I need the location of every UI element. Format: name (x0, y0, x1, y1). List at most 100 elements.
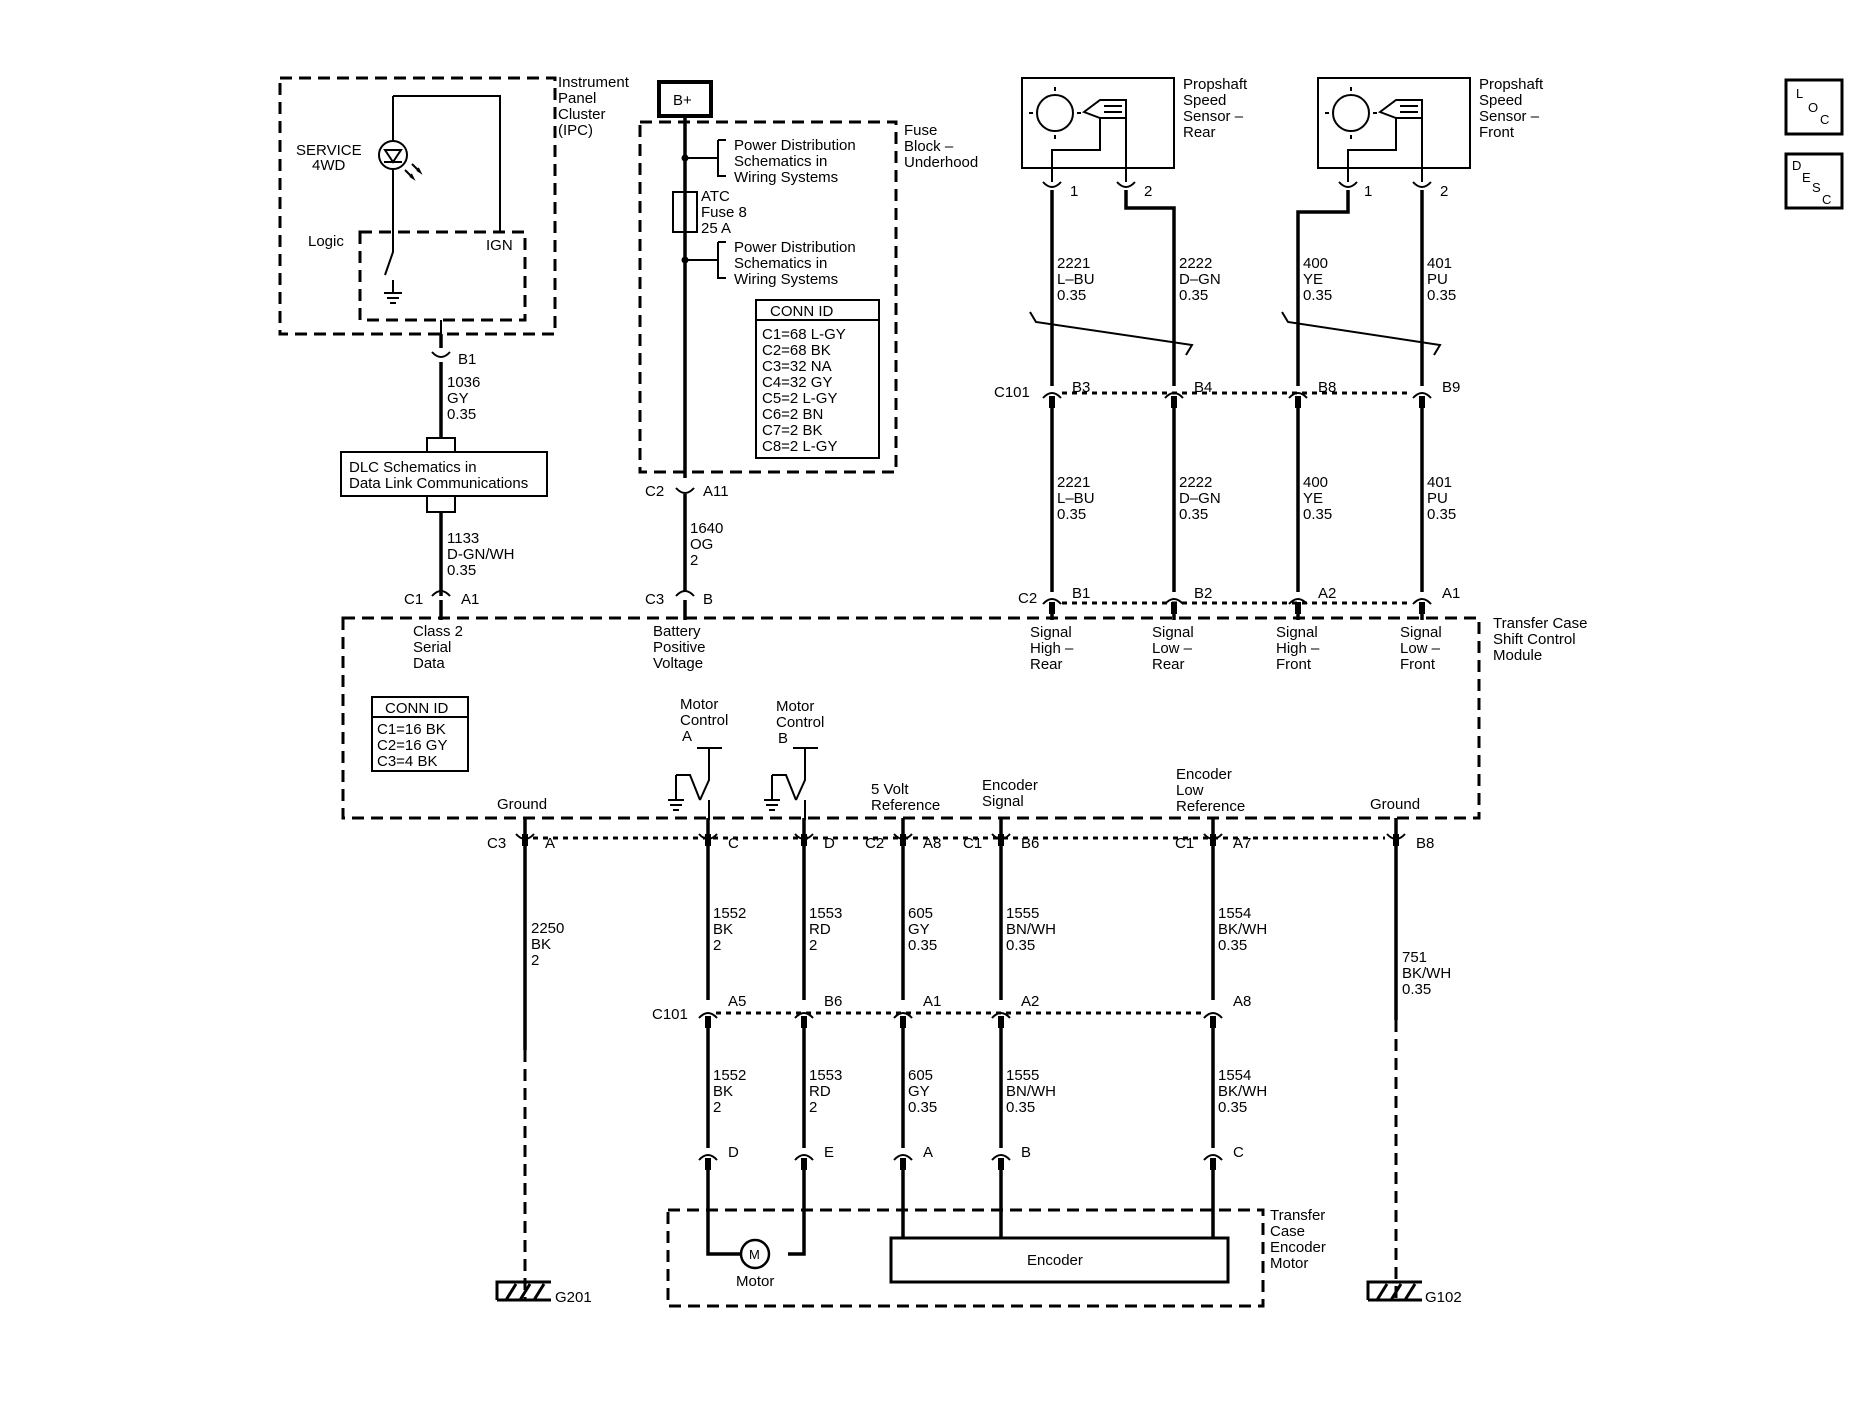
connector-cavity-icon (991, 1154, 1011, 1161)
rear-sensor-title-3: Sensor – (1183, 108, 1244, 125)
desc-badge-e: E (1802, 170, 1811, 185)
wire-1133-gauge: 0.35 (447, 562, 476, 579)
bottom-wire-gauge-upper: 2 (713, 937, 721, 954)
connector-pin-icon (900, 1016, 906, 1028)
wire-2250-gauge: 2 (531, 952, 539, 969)
module-bottom-conn: C1 (963, 835, 982, 852)
bottom-wire-circuit-upper: 1553 (809, 905, 842, 922)
encoder-motor-pin: B (1021, 1144, 1031, 1161)
encoder-motor-pin: C (1233, 1144, 1244, 1161)
sensor-module-label-2: Low – (1400, 640, 1441, 657)
sensor-module-label-1: Signal (1400, 624, 1442, 641)
bottom-wire-color-lower: BN/WH (1006, 1083, 1056, 1100)
bottom-wire-circuit-upper: 1554 (1218, 905, 1251, 922)
bottom-wire-gauge-lower: 2 (713, 1099, 721, 1116)
motor-a-label-1: Motor (680, 696, 718, 713)
motor-a-label-2: Control (680, 712, 728, 729)
ground-g201-icon (495, 1280, 551, 1302)
wire-751-color: BK/WH (1402, 965, 1451, 982)
battery-voltage-label-2: Positive (653, 639, 706, 656)
loc-badge[interactable]: L O C (1784, 78, 1844, 136)
bottom-wire-gauge-upper: 0.35 (1006, 937, 1035, 954)
encoder-motor-title-2: Case (1270, 1223, 1305, 1240)
sensor-wire-color-lower: PU (1427, 490, 1448, 507)
battery-label: B+ (673, 92, 692, 109)
sensor-module-label-2: High – (1030, 640, 1074, 657)
connector-cavity-icon (1203, 1012, 1223, 1019)
sensor-wire-gauge-upper: 0.35 (1303, 287, 1332, 304)
connector-pin-icon (522, 834, 528, 846)
connector-pin-icon (1171, 396, 1177, 408)
bottom-wire-gauge-lower: 0.35 (908, 1099, 937, 1116)
sensor-module-label-2: High – (1276, 640, 1320, 657)
motor-a-switch-icon (668, 747, 722, 820)
encoder-signal-label-1: Encoder (982, 777, 1038, 794)
power-dist-2-l1: Power Distribution (734, 239, 856, 256)
connector-pin-icon (1295, 396, 1301, 408)
loc-badge-l: L (1796, 86, 1803, 101)
power-dist-2-l3: Wiring Systems (734, 271, 838, 288)
bottom-wire-circuit-lower: 1555 (1006, 1067, 1039, 1084)
desc-badge[interactable]: D E S C (1784, 152, 1844, 210)
desc-badge-d: D (1792, 158, 1801, 173)
rear-sensor-head-icon (1081, 99, 1127, 119)
rear-sensor-title-4: Rear (1183, 124, 1216, 141)
bottom-wire-gauge-upper: 2 (809, 937, 817, 954)
bottom-wire-circuit-upper: 1552 (713, 905, 746, 922)
rear-sensor-title-2: Speed (1183, 92, 1226, 109)
connector-pin-icon (1210, 834, 1216, 846)
rear-pin-2: 2 (1144, 183, 1152, 200)
instrument-panel-cluster: Instrument Panel Cluster (IPC) SERVICE 4… (278, 74, 630, 438)
sensor-wire-gauge-lower: 0.35 (1057, 506, 1086, 523)
wire-1133-color: D-GN/WH (447, 546, 515, 563)
bottom-wire-color-lower: RD (809, 1083, 831, 1100)
sensor-wire-c101-pin: B9 (1442, 379, 1460, 396)
sensor-wire-color-lower: D–GN (1179, 490, 1221, 507)
sensor-wire-circuit-lower: 400 (1303, 474, 1328, 491)
bottom-wire-gauge-upper: 0.35 (908, 937, 937, 954)
ground-g201-label: G201 (555, 1289, 592, 1306)
connector-cavity-icon (794, 1154, 814, 1161)
bottom-wire-c101-pin: A5 (728, 993, 746, 1010)
sensor-module-label-3: Front (1276, 656, 1312, 673)
rear-sensor-wheel-icon (1036, 94, 1074, 132)
front-pin-1: 1 (1364, 183, 1372, 200)
ground-g102-label: G102 (1425, 1289, 1462, 1306)
ground-g201: G201 (495, 1050, 592, 1306)
bottom-wire-gauge-lower: 2 (809, 1099, 817, 1116)
wire-2250-color: BK (531, 936, 551, 953)
module-conn-id-table (371, 696, 469, 772)
bottom-wire-gauge-lower: 0.35 (1218, 1099, 1247, 1116)
wire-1036-color: GY (447, 390, 469, 407)
fuse-conn-id-row: C4=32 GY (762, 374, 832, 391)
fuse-conn-id-row: C1=68 L-GY (762, 326, 846, 343)
bottom-wire-c101-pin: A2 (1021, 993, 1039, 1010)
connector-pin-icon (1419, 396, 1425, 408)
bottom-wire-color-upper: GY (908, 921, 930, 938)
c101-bottom-label: C101 (652, 1006, 688, 1023)
connector-pin-icon (1210, 1016, 1216, 1028)
module-bottom-pin: A8 (923, 835, 941, 852)
connector-cavity-icon (698, 1154, 718, 1161)
bottom-wire-c101-pin: A8 (1233, 993, 1251, 1010)
wire-1036-gauge: 0.35 (447, 406, 476, 423)
sensor-wire-color-upper: D–GN (1179, 271, 1221, 288)
five-volt-label-1: 5 Volt (871, 781, 909, 798)
motor-b-label-3: B (778, 730, 788, 747)
fuse-conn-id-row: C5=2 L-GY (762, 390, 837, 407)
module-title-2: Shift Control (1493, 631, 1576, 648)
bottom-wire-gauge-lower: 0.35 (1006, 1099, 1035, 1116)
loc-badge-c: C (1820, 112, 1829, 127)
wire-1036-circuit: 1036 (447, 374, 480, 391)
encoder-motor-pin: A (923, 1144, 933, 1161)
fuse-conn-id-row: C2=68 BK (762, 342, 831, 359)
sensor-wire-gauge-lower: 0.35 (1303, 506, 1332, 523)
rear-sensor-title-1: Propshaft (1183, 76, 1248, 93)
sensor-wire-gauge-lower: 0.35 (1179, 506, 1208, 523)
module-title-1: Transfer Case (1493, 615, 1587, 632)
bottom-wire-circuit-upper: 605 (908, 905, 933, 922)
encoder-low-label-1: Encoder (1176, 766, 1232, 783)
connector-cavity-icon (1042, 598, 1062, 605)
service-label-1: SERVICE (296, 142, 362, 159)
